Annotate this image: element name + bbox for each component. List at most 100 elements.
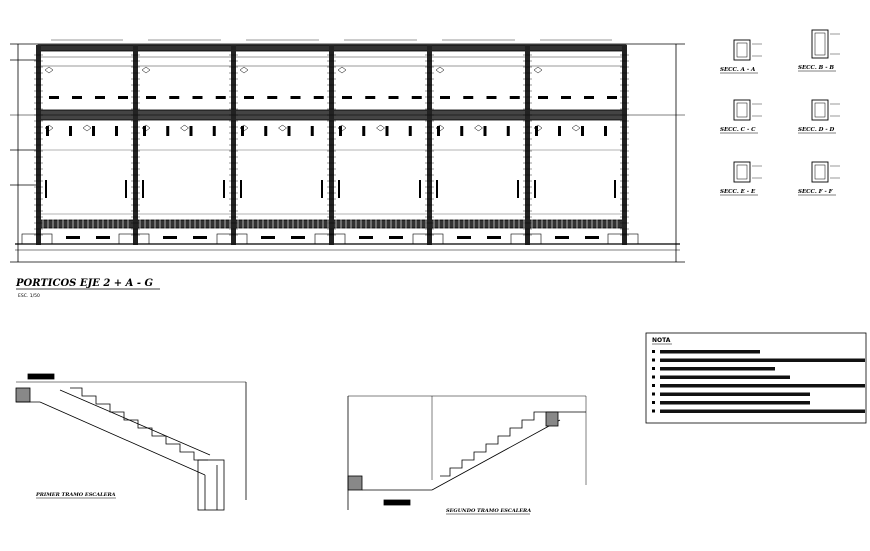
rebar-mark — [313, 96, 324, 99]
footing — [607, 233, 639, 245]
rebar-mark — [538, 96, 548, 99]
rebar-mark — [49, 96, 59, 99]
note-text-line — [660, 375, 790, 379]
note-text-line — [660, 409, 865, 413]
rebar-mark — [66, 236, 80, 239]
level-marker — [533, 124, 543, 132]
rebar-mark — [585, 236, 599, 239]
frame-bays — [41, 39, 622, 239]
level-marker — [533, 66, 543, 74]
level-marker — [571, 124, 581, 132]
rebar-mark — [146, 96, 156, 99]
rebar-mark — [92, 126, 95, 136]
rebar-mark — [411, 96, 422, 99]
rebar-mark — [261, 236, 275, 239]
level-marker — [82, 124, 92, 132]
note-bullet — [652, 358, 655, 362]
note-bullet — [652, 401, 655, 404]
rebar-mark — [69, 126, 72, 136]
section-stirrup — [814, 32, 826, 56]
first-stair-flight — [15, 373, 247, 511]
section-outline — [811, 99, 829, 121]
rebar-mark — [212, 126, 216, 136]
rebar-mark — [192, 96, 203, 99]
rebar-mark — [143, 126, 146, 136]
level-marker — [141, 66, 151, 74]
rebar-mark — [241, 126, 244, 136]
second-stair-label: SEGUNDO TRAMO ESCALERA — [446, 508, 531, 514]
rebar-mark — [169, 96, 180, 99]
footing — [216, 233, 248, 245]
rebar-mark — [581, 126, 584, 136]
level-marker — [435, 66, 445, 74]
rebar-mark — [457, 236, 471, 239]
section-label: SECC. B - B — [798, 65, 834, 71]
rebar-mark — [436, 180, 438, 198]
rebar-mark — [115, 126, 118, 136]
rebar-mark — [339, 126, 342, 136]
section-stirrup — [736, 102, 748, 118]
rebar-mark — [291, 236, 305, 239]
rebar-mark — [558, 126, 561, 136]
rebar-mark — [290, 96, 301, 99]
note-bullet — [652, 350, 655, 353]
note-bullet — [652, 392, 655, 396]
section-outline — [811, 29, 829, 59]
rebar-mark — [534, 180, 536, 198]
rebar-mark — [509, 96, 520, 99]
section-outline — [811, 161, 829, 183]
level-marker — [474, 124, 483, 132]
note-text-line — [660, 358, 865, 362]
rebar-mark — [45, 180, 47, 198]
portico-elevation — [10, 43, 685, 263]
level-marker — [376, 124, 385, 132]
footing — [412, 233, 444, 245]
rebar-mark — [561, 96, 571, 99]
rebar-mark — [604, 126, 607, 136]
section-stirrup — [814, 164, 826, 180]
first-stair-label: PRIMER TRAMO ESCALERA — [35, 492, 116, 498]
rebar-mark — [385, 126, 389, 136]
rebar-mark — [72, 96, 82, 99]
rebar-mark — [506, 126, 510, 136]
level-marker — [44, 66, 54, 74]
section-label: SECC. A - A — [720, 67, 755, 73]
note-bullet — [652, 384, 655, 387]
level-marker — [239, 124, 249, 132]
rebar-mark — [223, 180, 225, 198]
section-label: SECC. E - E — [720, 189, 756, 195]
rebar-mark — [189, 126, 193, 136]
level-marker — [141, 124, 151, 132]
note-bullet — [652, 409, 655, 413]
rebar-mark — [321, 180, 323, 198]
rebar-mark — [362, 126, 366, 136]
rebar-mark — [437, 126, 440, 136]
rebar-mark — [166, 126, 170, 136]
rebar-mark — [338, 180, 340, 198]
note-bullet — [652, 367, 655, 370]
rebar-mark — [388, 96, 399, 99]
rebar-mark — [440, 96, 450, 99]
rebar-mark — [555, 236, 569, 239]
rebar-mark — [142, 180, 144, 198]
rebar-mark — [486, 96, 497, 99]
rebar-mark — [487, 236, 501, 239]
footing — [21, 233, 53, 245]
frame-title: PORTICOS EJE 2 + A - G — [15, 278, 153, 289]
rebar-mark — [287, 126, 291, 136]
section-label: SECC. F - F — [798, 189, 834, 195]
rebar-mark — [193, 236, 207, 239]
level-marker — [337, 124, 347, 132]
rebar-mark — [95, 96, 105, 99]
note-text-line — [660, 392, 810, 396]
level-marker — [278, 124, 287, 132]
rebar-mark — [517, 180, 519, 198]
frame-columns — [21, 45, 639, 245]
section-label: SECC. D - D — [798, 127, 835, 133]
rebar-mark — [342, 96, 352, 99]
rebar-mark — [264, 126, 268, 136]
frame-scale: ESC. 1/50 — [18, 293, 40, 299]
note-text-line — [660, 367, 775, 371]
